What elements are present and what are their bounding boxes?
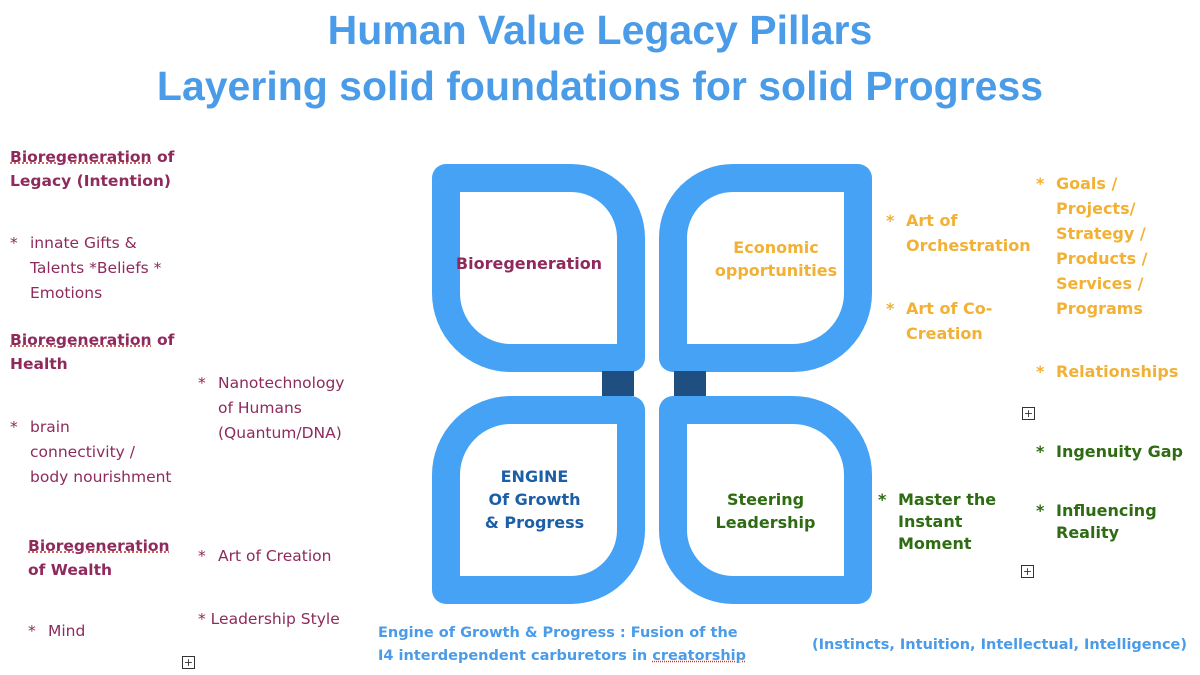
master-l1: Master the [898, 490, 997, 509]
goals-l2: Projects/ [1056, 199, 1136, 218]
legacy-heading: Bioregeneration of Legacy (Intention) [10, 145, 174, 193]
art-creation-text: Art of Creation [218, 547, 332, 565]
cocreation-l1: Art of Co- [906, 299, 993, 318]
instincts-note: (Instincts, Intuition, Intellectual, Int… [812, 637, 1188, 653]
label-economic-l2: opportunities [714, 261, 838, 280]
master-l2: Instant [898, 512, 963, 531]
quadrant-top-left-shape [432, 164, 645, 372]
label-steering-leadership: Steering Leadership [693, 488, 838, 534]
health-bullet-l1: brain [30, 418, 70, 436]
legacy-bullet: * innate Gifts & Talents *Beliefs * Emoti… [10, 231, 161, 306]
cocreation-l2: Creation [906, 324, 983, 343]
engine-note-l2a: I4 interdependent carburetors in [378, 648, 653, 664]
goals-l4: Products / [1056, 249, 1148, 268]
health-bullet: * brain connectivity / body nourishment [10, 415, 172, 490]
mind-text: Mind [48, 622, 86, 640]
influencing-l1: Influencing [1056, 501, 1157, 520]
nanotech-bullet: * Nanotechnology of Humans (Quantum/DNA) [198, 371, 344, 446]
cocreation-star: * [886, 299, 895, 318]
wealth-heading: Bioregeneration of Wealth [28, 534, 170, 582]
label-economic-l1: Economic [733, 238, 819, 257]
title-line-1: Human Value Legacy Pillars [327, 7, 873, 53]
orchestration-l2: Orchestration [906, 236, 1031, 255]
expand-icon[interactable]: + [1022, 407, 1035, 420]
label-economic-opportunities: Economic opportunities [698, 236, 854, 282]
mind-star: * [28, 622, 36, 640]
legacy-heading-rest: of [151, 148, 175, 166]
master-instant-moment: * Master the Instant Moment [878, 489, 996, 555]
orchestration-l1: Art of [906, 211, 958, 230]
wealth-heading-word: Bioregeneration [28, 537, 170, 555]
engine-note-l1: Engine of Growth & Progress : Fusion of … [378, 625, 738, 641]
influencing-star: * [1036, 501, 1045, 520]
health-bullet-star: * [10, 418, 18, 436]
pillars-diagram [432, 164, 872, 604]
art-creation-star: * [198, 547, 206, 565]
goals-l3: Strategy / [1056, 224, 1146, 243]
legacy-bullet-l1: innate Gifts & [30, 234, 137, 252]
goals-l6: Programs [1056, 299, 1143, 318]
expand-icon[interactable]: + [1021, 565, 1034, 578]
health-bullet-l3: body nourishment [30, 468, 172, 486]
legacy-bullet-l3: Emotions [30, 284, 103, 302]
ingenuity-gap: * Ingenuity Gap [1036, 441, 1183, 463]
influencing-reality: * Influencing Reality [1036, 500, 1157, 544]
art-of-cocreation: * Art of Co- Creation [886, 296, 992, 346]
nanotech-l2: of Humans [218, 399, 302, 417]
health-bullet-l2: connectivity / [30, 443, 135, 461]
label-bioregeneration: Bioregeneration [455, 254, 603, 273]
quadrant-bottom-right-shape [659, 396, 872, 604]
health-heading-line2: Health [10, 355, 68, 373]
nanotech-l3: (Quantum/DNA) [218, 424, 342, 442]
label-engine-l3: & Progress [484, 513, 585, 532]
health-heading-rest: of [151, 331, 175, 349]
connector-right [674, 371, 706, 396]
label-engine-l1: ENGINE [500, 467, 569, 486]
art-of-orchestration: * Art of Orchestration [886, 208, 1031, 258]
orchestration-star: * [886, 211, 895, 230]
ingenuity-star: * [1036, 442, 1045, 461]
connector-left [602, 371, 634, 396]
goals-l5: Services / [1056, 274, 1144, 293]
legacy-bullet-l2: Talents *Beliefs * [30, 259, 162, 277]
nanotech-l1: Nanotechnology [218, 374, 345, 392]
ingenuity-text: Ingenuity Gap [1056, 442, 1183, 461]
wealth-heading-line2: of Wealth [28, 561, 113, 579]
legacy-heading-line2: Legacy (Intention) [10, 172, 171, 190]
label-engine: ENGINE Of Growth & Progress [462, 465, 607, 534]
engine-note: Engine of Growth & Progress : Fusion of … [378, 622, 746, 668]
art-of-creation: * Art of Creation [198, 544, 331, 569]
quadrant-top-right-shape [659, 164, 872, 372]
health-heading: Bioregeneration of Health [10, 328, 174, 376]
title-line-2: Layering solid foundations for solid Pro… [156, 63, 1044, 109]
mind-bullet: * Mind [28, 619, 85, 644]
master-star: * [878, 490, 887, 509]
nanotech-star: * [198, 374, 206, 392]
relationships: * Relationships [1036, 359, 1178, 384]
goals-list: * Goals / Projects/ Strategy / Products /… [1036, 171, 1148, 321]
label-steering-l1: Steering [726, 490, 805, 509]
label-steering-l2: Leadership [715, 513, 816, 532]
relationships-star: * [1036, 362, 1045, 381]
legacy-bullet-star: * [10, 234, 18, 252]
label-engine-l2: Of Growth [488, 490, 581, 509]
master-l3: Moment [898, 534, 972, 553]
engine-note-l2b: creatorship [652, 648, 747, 664]
health-heading-word: Bioregeneration [10, 331, 152, 349]
goals-star: * [1036, 174, 1045, 193]
legacy-heading-word: Bioregeneration [10, 148, 152, 166]
goals-l1: Goals / [1056, 174, 1118, 193]
leadership-style: * Leadership Style [198, 610, 340, 628]
relationships-text: Relationships [1056, 362, 1179, 381]
expand-icon[interactable]: + [182, 656, 195, 669]
quadrant-bottom-left-shape [432, 396, 645, 604]
influencing-l2: Reality [1056, 523, 1120, 542]
